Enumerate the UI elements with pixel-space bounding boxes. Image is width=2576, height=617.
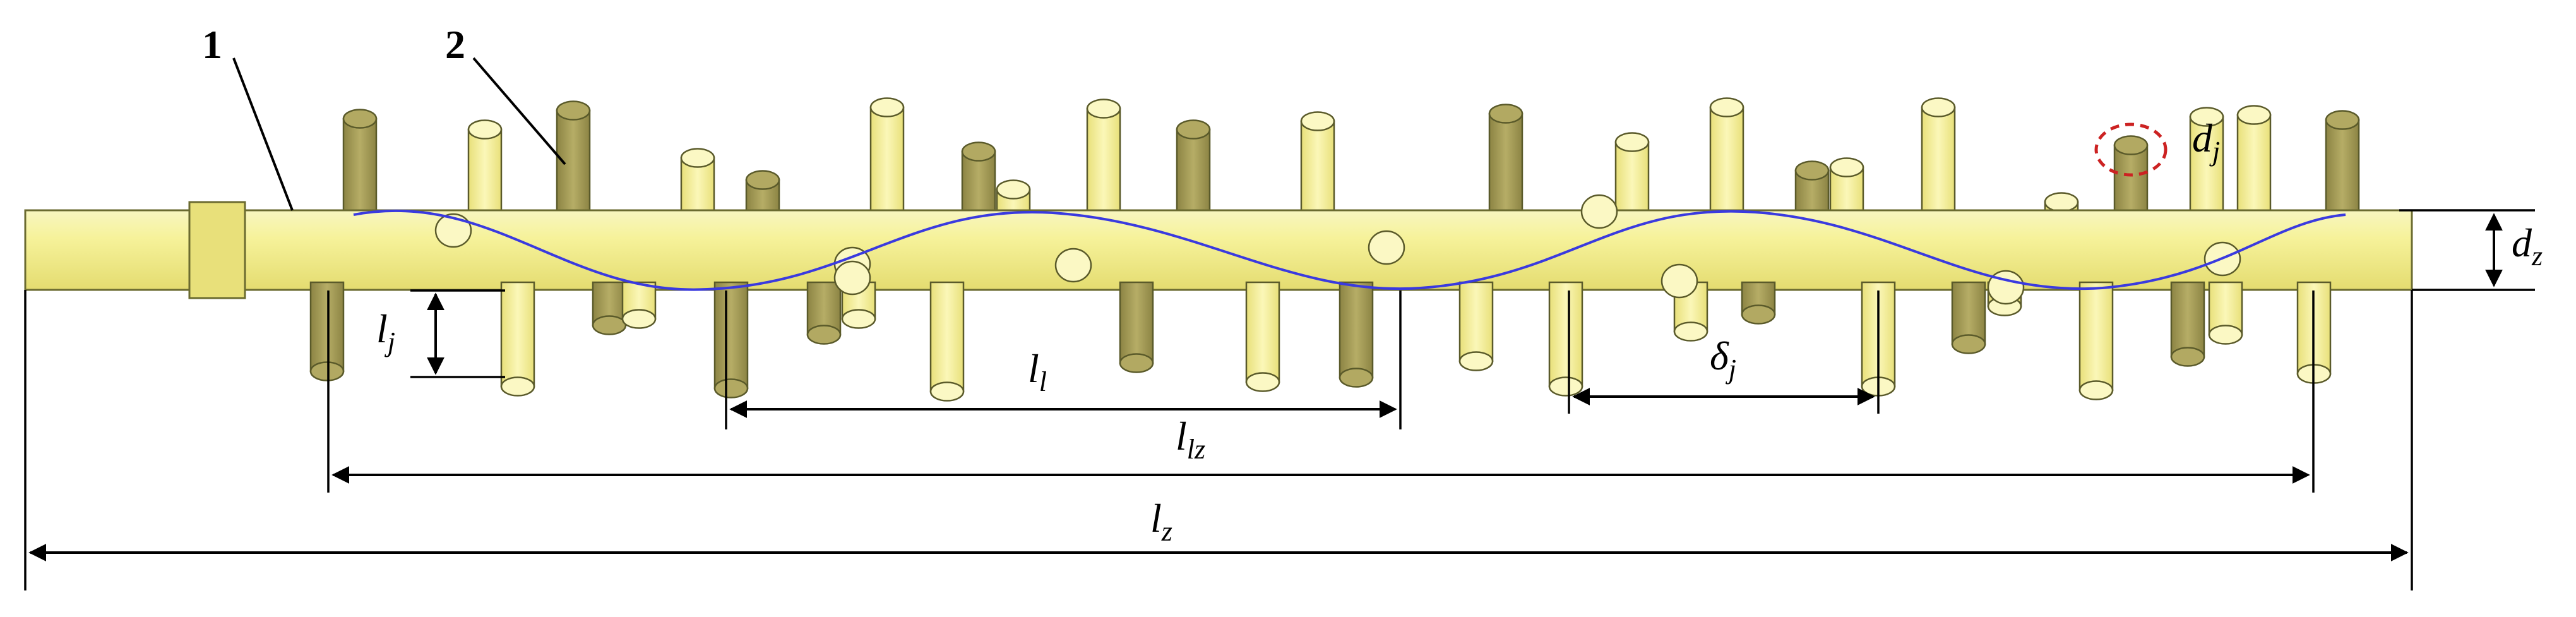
dimension-helix-length: llz <box>327 291 2315 493</box>
pin-up-11 <box>1488 104 1524 219</box>
dimension-pin-length: lj <box>376 289 505 378</box>
callout-2-leader <box>472 57 566 165</box>
pin-down-9 <box>1119 281 1154 373</box>
pin-down-11 <box>1339 281 1374 388</box>
pin-up-19 <box>2236 105 2272 219</box>
pins-upper-row <box>342 97 2360 219</box>
pin-up-15 <box>1829 157 1864 219</box>
pin-end-1 <box>434 213 472 248</box>
pin-down-3 <box>592 281 627 335</box>
pin-down-8 <box>929 281 965 402</box>
pin-down-13 <box>1548 281 1583 397</box>
pin-down-19 <box>2078 281 2114 400</box>
shaft-diameter-label: d <box>2512 220 2532 265</box>
pin-end-6 <box>1661 263 1698 299</box>
svg-text:lj: lj <box>376 306 395 357</box>
dimension-total-length: lz <box>24 290 2413 590</box>
pin-end-4 <box>1368 230 1405 265</box>
pin-up-13 <box>1709 97 1744 219</box>
lead-label: l <box>1028 346 1039 391</box>
pin-down-4 <box>621 281 657 329</box>
pin-down-1 <box>309 281 345 381</box>
pin-down-2 <box>500 281 535 397</box>
pin-spacing-subscript: j <box>1726 354 1736 385</box>
lead-subscript: l <box>1039 366 1047 397</box>
pin-up-1 <box>342 109 378 219</box>
pin-spacing-label: δ <box>1710 333 1729 378</box>
pin-end-9 <box>833 260 871 296</box>
total-length-label: l <box>1150 496 1162 541</box>
svg-text:lz: lz <box>1150 496 1172 547</box>
pins-end-on <box>434 194 2241 305</box>
pin-length-label: l <box>376 306 388 351</box>
pin-diameter-label: d <box>2192 116 2213 160</box>
pin-down-20 <box>2170 281 2205 367</box>
pin-up-9 <box>1176 119 1211 219</box>
shaft-diameter-subscript: z <box>2531 241 2543 272</box>
helix-curve <box>353 209 2346 291</box>
callout-1: 1 <box>202 22 222 67</box>
pin-down-17 <box>1951 281 1986 354</box>
total-length-subscript: z <box>1161 516 1172 547</box>
helix-length-label: l <box>1176 414 1187 458</box>
svg-text:dj: dj <box>2192 116 2220 167</box>
svg-text:δj: δj <box>1710 333 1736 385</box>
pin-up-4 <box>680 148 715 219</box>
svg-text:ll: ll <box>1028 346 1047 397</box>
pin-up-3 <box>556 100 591 219</box>
pin-down-6 <box>806 281 842 345</box>
pin-up-10 <box>1300 111 1335 219</box>
pin-down-21 <box>2208 281 2243 345</box>
pin-up-17 <box>2113 135 2149 219</box>
pin-diameter-highlight <box>2094 123 2168 177</box>
pin-up-2 <box>467 119 503 219</box>
pin-end-3 <box>1054 248 1092 283</box>
pin-up-7 <box>961 141 996 219</box>
dimension-lead: ll <box>725 291 1402 429</box>
pin-down-5 <box>713 281 749 398</box>
dimension-pin-spacing: δj <box>1568 291 1880 414</box>
pin-up-6 <box>869 97 905 219</box>
pin-up-12 <box>1614 132 1650 219</box>
shaft-collar <box>188 201 246 299</box>
pin-length-subscript: j <box>385 326 395 357</box>
callout-2: 2 <box>445 22 465 67</box>
svg-text:dz: dz <box>2512 220 2543 272</box>
dimension-shaft-diameter: dz <box>2399 209 2543 291</box>
helix-length-subscript: lz <box>1187 434 1205 465</box>
pin-end-5 <box>1580 194 1618 229</box>
pin-up-20 <box>2325 110 2360 219</box>
svg-text:llz: llz <box>1176 414 1205 465</box>
pin-down-12 <box>1458 281 1494 371</box>
callout-1-leader <box>232 57 294 211</box>
pin-up-16 <box>1921 97 1956 219</box>
pin-up-18 <box>2189 107 2224 219</box>
pin-up-8 <box>1086 99 1121 219</box>
pins-lower-row <box>309 281 2332 402</box>
pin-diameter-subscript: j <box>2209 136 2220 167</box>
pin-down-10 <box>1245 281 1280 392</box>
pin-down-15 <box>1741 281 1776 325</box>
